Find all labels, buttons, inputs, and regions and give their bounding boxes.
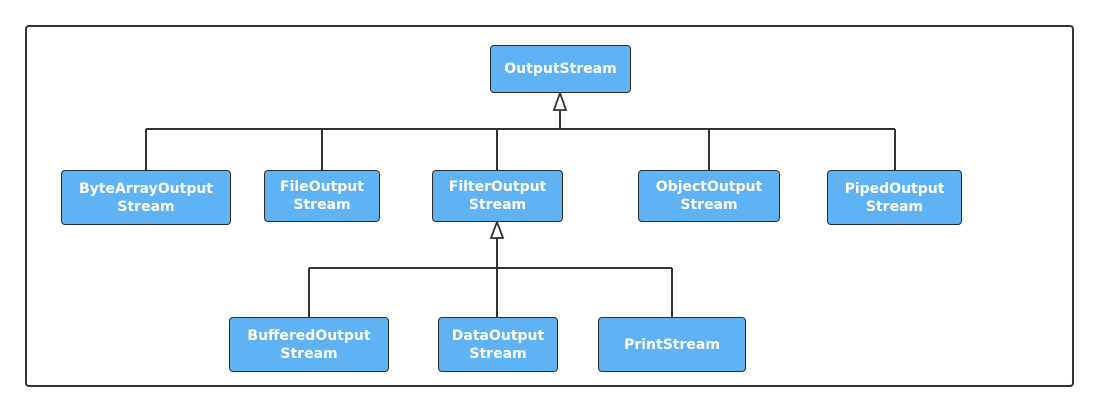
class-name-line2: Stream [468,197,527,213]
class-box-filteroutputstream[interactable]: FilterOutput Stream [432,170,563,222]
class-box-bytearrayoutputstream[interactable]: ByteArrayOutput Stream [61,170,231,225]
class-name-line1: FilterOutput [448,179,547,195]
class-box-fileoutputstream[interactable]: FileOutput Stream [264,170,380,222]
class-box-printstream[interactable]: PrintStream [598,317,746,372]
class-name-line2: Stream [469,345,527,362]
class-name-line2: Stream [117,198,175,215]
class-box-pipedoutputstream[interactable]: PipedOutput Stream [827,170,962,225]
class-name-line2: Stream [865,198,924,215]
class-name-line1: DataOutput [451,327,545,344]
class-name-line1: ObjectOutput [655,179,763,195]
class-box-bufferedoutputstream[interactable]: BufferedOutput Stream [229,317,389,372]
class-box-objectoutputstream[interactable]: ObjectOutput Stream [638,170,780,222]
class-name-line1: BufferedOutput [247,327,371,344]
class-name-line2: Stream [680,197,738,213]
class-box-outputstream[interactable]: OutputStream [490,45,631,93]
class-name-line1: ByteArrayOutput [78,180,213,197]
class-name-line1: PipedOutput [844,180,945,197]
class-name-line1: FileOutput [280,179,364,195]
class-box-dataoutputstream[interactable]: DataOutput Stream [438,317,558,372]
class-name-line2: Stream [293,197,351,213]
class-name-line2: Stream [280,345,338,362]
class-name-printstream: PrintStream [624,336,720,353]
class-name-outputstream: OutputStream [504,61,617,77]
